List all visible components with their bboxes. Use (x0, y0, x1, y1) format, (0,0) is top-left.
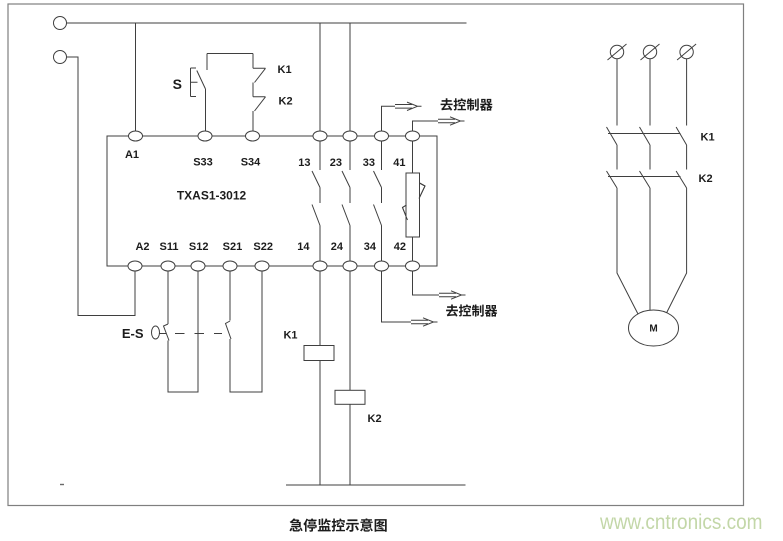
terminal-13 (312, 130, 328, 142)
phase-terminal-1 (609, 44, 625, 60)
terminal-label-24: 24 (331, 241, 344, 253)
diagram-title: 急停监控示意图 (289, 518, 387, 532)
k2-coil (334, 389, 366, 405)
terminal-42 (405, 260, 420, 272)
terminal-a2 (127, 260, 143, 272)
terminal-s22 (254, 260, 270, 272)
diagram-border (7, 3, 745, 507)
output-41-42-contact-marks (401, 182, 426, 221)
terminal-label-s22: S22 (253, 241, 273, 253)
output-arrow-33 (394, 101, 422, 111)
terminal-label-13: 13 (298, 157, 310, 169)
terminal-24 (342, 260, 358, 272)
supply-terminal-l1 (53, 16, 67, 30)
terminal-label-33: 33 (363, 157, 375, 169)
k2-power-contact-label: K2 (699, 173, 713, 185)
control-circuit (53, 16, 467, 486)
terminal-a1 (128, 130, 143, 142)
power-wiring (606, 43, 697, 315)
terminal-label-s11: S11 (160, 241, 179, 253)
terminal-label-42: 42 (394, 241, 406, 253)
k1-coil (303, 345, 335, 361)
output-arrow-42 (438, 290, 466, 300)
terminal-14 (312, 260, 328, 272)
output-arrow-34 (410, 317, 438, 327)
estop-actuator (151, 325, 160, 340)
terminal-label-s33: S33 (193, 157, 213, 169)
motor-label: M (649, 324, 657, 335)
estop-label: E-S (122, 326, 144, 341)
terminal-label-s12: S12 (189, 241, 209, 253)
output-41-42-element (405, 172, 420, 238)
terminal-s12 (190, 260, 206, 272)
terminal-label-23: 23 (330, 157, 342, 169)
terminal-s33 (197, 130, 213, 142)
relay-terminals (127, 130, 420, 272)
terminal-23 (342, 130, 358, 142)
terminal-33 (374, 130, 389, 142)
phase-terminal-2 (642, 44, 658, 60)
terminal-label-s34: S34 (241, 157, 261, 169)
terminal-s11 (160, 260, 176, 272)
output-arrow-41 (437, 116, 465, 126)
relay-body (106, 135, 438, 267)
k1-coil-label: K1 (283, 330, 297, 342)
terminal-34 (374, 260, 389, 272)
relay-model-label: TXAS1-3012 (177, 189, 247, 203)
k2-coil-label: K2 (368, 413, 382, 425)
k1-aux-contact-label: K1 (278, 64, 292, 76)
terminal-label-14: 14 (297, 241, 310, 253)
start-button-label: S (173, 76, 182, 92)
supply-terminal-l2 (53, 50, 67, 64)
k2-aux-contact-label: K2 (279, 96, 293, 108)
terminal-41 (405, 130, 420, 142)
terminal-s21 (222, 260, 238, 272)
phase-terminal-3 (679, 44, 694, 60)
terminal-label-34: 34 (364, 241, 377, 253)
power-circuit (606, 43, 697, 347)
watermark: www.cntronics.com (599, 510, 762, 534)
terminal-label-a1: A1 (125, 149, 139, 161)
output-label-bottom: 去控制器 (446, 304, 498, 317)
terminal-label-a2: A2 (135, 241, 149, 253)
control-wiring (66, 22, 467, 486)
text-labels: A1 S33 S34 13 23 33 41 TXAS1-3012 A2 S11… (122, 64, 715, 425)
output-label-top: 去控制器 (440, 98, 493, 111)
terminal-label-41: 41 (393, 157, 405, 169)
k1-power-contact-label: K1 (701, 132, 715, 144)
motor-symbol (628, 309, 679, 347)
terminal-s34 (245, 130, 260, 142)
terminal-label-s21: S21 (223, 241, 243, 253)
